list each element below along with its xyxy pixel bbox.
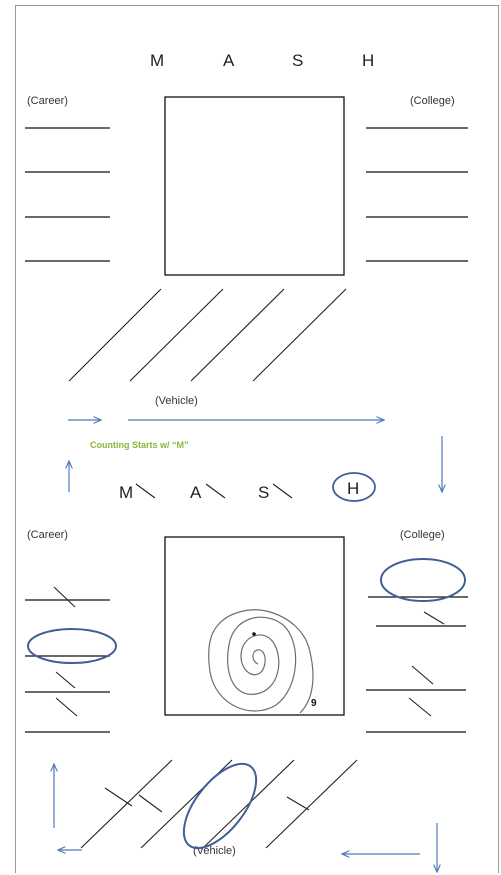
h-circle [333,473,375,501]
career-crossouts [54,587,77,716]
cross-m [136,484,155,498]
college-crossouts [409,612,444,716]
career-lines-bottom [25,600,110,732]
college-cross-3 [409,698,431,716]
spiral-dot [252,632,256,636]
vehicle-cross-2 [139,795,162,812]
vehicle-line-b1 [81,760,172,848]
vehicle-line-2 [130,289,223,381]
college-cross-2 [412,666,433,684]
college-lines-top [366,128,468,261]
vehicle-lines-top [69,289,346,381]
vehicle-line-3 [191,289,284,381]
career-cross-1 [54,587,75,607]
vehicle-crossouts [105,788,309,812]
spiral-doodle [209,610,313,713]
counting-arrows [68,420,442,492]
vehicle-cross-1 [105,788,132,806]
bottom-spiral-box [165,537,344,715]
career-lines-top [25,128,110,261]
career-cross-3 [56,698,77,716]
vehicle-line-1 [69,289,161,381]
vehicle-line-4 [253,289,346,381]
cross-s [273,484,292,498]
college-circle [381,559,465,601]
vehicle-cross-3 [287,797,309,810]
college-lines-bottom [366,597,468,732]
career-circle [28,629,116,663]
cross-a [206,484,225,498]
career-cross-2 [56,672,75,688]
top-spiral-box [165,97,344,275]
college-cross-1 [424,612,444,624]
letter-crossouts [136,484,292,498]
